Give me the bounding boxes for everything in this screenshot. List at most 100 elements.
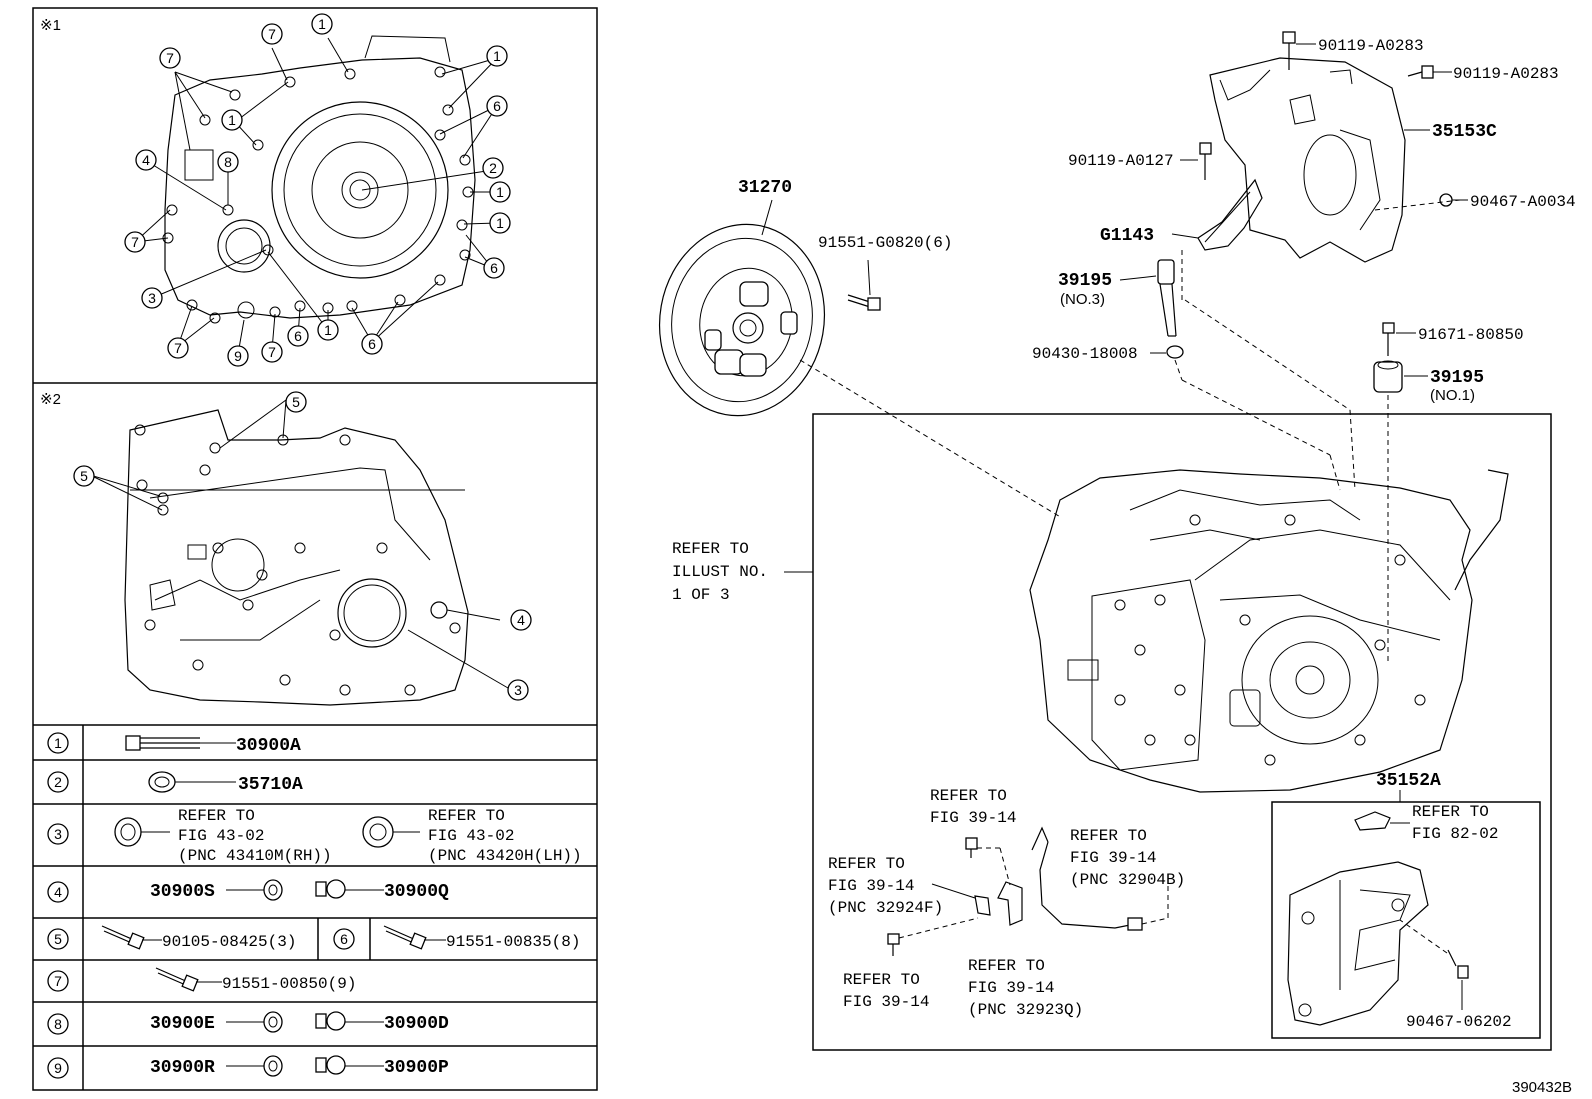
part-label-39195-no1: 39195 xyxy=(1430,368,1484,388)
nut-90467-a0034 xyxy=(1439,193,1468,207)
svg-text:4: 4 xyxy=(517,612,525,628)
part-label-35152a: 35152A xyxy=(1376,771,1441,791)
part-label-91551-g0820: 91551-G0820(6) xyxy=(818,234,952,252)
refer-line: (PNC 43420H(LH)) xyxy=(428,847,582,865)
bolt-90119-a0283-side xyxy=(1407,65,1434,79)
svg-text:3: 3 xyxy=(514,682,522,698)
table-row-7: 7 91551-00850(9) xyxy=(47,967,356,993)
table-row-6: 6 91551-00835(8) xyxy=(333,925,580,951)
svg-text:7: 7 xyxy=(268,26,276,42)
part-label-90119-a0283-b: 90119-A0283 xyxy=(1453,65,1559,83)
refer-fig82-line: FIG 82-02 xyxy=(1412,825,1498,843)
bracket-35153c xyxy=(1209,57,1406,263)
part-number: 91551-00850(9) xyxy=(222,975,356,993)
svg-text:7: 7 xyxy=(174,340,182,356)
svg-text:6: 6 xyxy=(294,328,302,344)
part-number: 30900A xyxy=(236,736,301,756)
transaxle-assembly xyxy=(1029,469,1509,793)
part-label-31270: 31270 xyxy=(738,178,792,198)
part-label-39195-no1-sub: (NO.1) xyxy=(1430,387,1475,404)
refer-line: REFER TO xyxy=(428,807,505,825)
part-number: 30900R xyxy=(150,1058,215,1078)
part-number: 30900P xyxy=(384,1058,449,1078)
table-row-1: 1 30900A xyxy=(47,732,301,756)
bolt-90119-a0283-top xyxy=(1282,31,1296,70)
svg-text:1: 1 xyxy=(318,16,326,32)
refer-illust-line: 1 OF 3 xyxy=(672,586,730,604)
svg-text:4: 4 xyxy=(142,152,150,168)
part-number: 30900S xyxy=(150,882,215,902)
refer-line: REFER TO xyxy=(178,807,255,825)
part-number: 91551-00835(8) xyxy=(446,933,580,951)
row-number: 3 xyxy=(54,826,62,842)
refer-line: FIG 43-02 xyxy=(428,827,514,845)
table-row-3: 3 REFER TO FIG 43-02 (PNC 43410M(RH)) RE… xyxy=(47,807,582,865)
row-number: 9 xyxy=(54,1060,62,1076)
case-view-1: 7 7 1 1 6 1 4 8 2 1 1 7 6 3 6 1 7 9 7 6 xyxy=(124,13,511,367)
refer-32923q-line: (PNC 32923Q) xyxy=(968,1001,1083,1019)
part-number: 90105-08425(3) xyxy=(162,933,296,951)
left-panel: ※1 ※2 xyxy=(32,7,598,1091)
bolt-91551-g0820 xyxy=(847,294,881,311)
refer-line: FIG 43-02 xyxy=(178,827,264,845)
bracket-35152a xyxy=(1287,811,1469,1026)
illustration-id: 390432B xyxy=(1512,1079,1572,1096)
clamp-g1143 xyxy=(1197,178,1263,251)
refer-line: (PNC 43410M(RH)) xyxy=(178,847,332,865)
refer-32904b-line: REFER TO xyxy=(1070,827,1147,845)
washer-90430-18008 xyxy=(1166,345,1184,359)
part-label-90119-a0283-a: 90119-A0283 xyxy=(1318,37,1424,55)
refer-32924f-line: FIG 39-14 xyxy=(828,877,914,895)
callouts-view-1: 7 7 1 1 6 1 4 8 2 1 1 7 6 3 6 1 7 9 7 6 xyxy=(124,13,511,367)
table-row-9: 9 30900R 30900P xyxy=(47,1055,449,1079)
refer-32924f-line: REFER TO xyxy=(828,855,905,873)
svg-text:7: 7 xyxy=(268,344,276,360)
part-label-90467-a0034: 90467-A0034 xyxy=(1470,193,1576,211)
svg-text:7: 7 xyxy=(166,50,174,66)
callout-table: 1 30900A 2 35710A 3 REFER TO FIG 43-02 xyxy=(33,725,597,1090)
row-number: 6 xyxy=(340,931,348,947)
sensor-39195-no3 xyxy=(1157,259,1177,337)
part-label-39195-no3-sub: (NO.3) xyxy=(1060,291,1105,308)
svg-text:6: 6 xyxy=(368,336,376,352)
row-number: 2 xyxy=(54,774,62,790)
refer-illust-line: ILLUST NO. xyxy=(672,563,768,581)
svg-text:8: 8 xyxy=(224,154,232,170)
part-label-35153c: 35153C xyxy=(1432,122,1497,142)
refer-fig39-bottom-line: REFER TO xyxy=(843,971,920,989)
view1-marker: ※1 xyxy=(40,17,61,34)
inset-35152a xyxy=(1271,801,1541,1039)
refer-fig39-top-line: REFER TO xyxy=(930,787,1007,805)
refer-fig82-line: REFER TO xyxy=(1412,803,1489,821)
svg-text:1: 1 xyxy=(496,184,504,200)
part-label-90119-a0127: 90119-A0127 xyxy=(1068,152,1174,170)
clutch-disc xyxy=(658,223,826,417)
refer-32924f-line: (PNC 32924F) xyxy=(828,899,943,917)
svg-text:1: 1 xyxy=(324,322,332,338)
part-label-39195-no3: 39195 xyxy=(1058,271,1112,291)
refer-fig39-bottom-line: FIG 39-14 xyxy=(843,993,929,1011)
row-number: 8 xyxy=(54,1016,62,1032)
svg-text:9: 9 xyxy=(234,348,242,364)
svg-text:1: 1 xyxy=(493,48,501,64)
leaders-view-2 xyxy=(89,399,509,689)
part-label-90467-06202: 90467-06202 xyxy=(1406,1013,1512,1031)
assembly-frame xyxy=(812,413,1552,1051)
svg-text:5: 5 xyxy=(292,394,300,410)
part-label-g1143: G1143 xyxy=(1100,226,1154,246)
row-number: 1 xyxy=(54,735,62,751)
refer-illust-line: REFER TO xyxy=(672,540,749,558)
table-row-8: 8 30900E 30900D xyxy=(47,1011,449,1035)
case-view-2: 5 5 4 3 xyxy=(73,391,532,706)
case-bolt-holes-1 xyxy=(162,66,474,324)
speed-sensor-harness xyxy=(1031,826,1169,931)
refer-32923q-line: FIG 39-14 xyxy=(968,979,1054,997)
leaders-view-1 xyxy=(134,37,499,355)
bolt-90119-a0127 xyxy=(1199,142,1212,180)
table-row-5: 5 90105-08425(3) xyxy=(47,925,296,951)
refer-32923q-line: REFER TO xyxy=(968,957,1045,975)
svg-text:1: 1 xyxy=(496,215,504,231)
svg-text:1: 1 xyxy=(228,112,236,128)
sensor-clamp-bolts xyxy=(887,837,1023,956)
